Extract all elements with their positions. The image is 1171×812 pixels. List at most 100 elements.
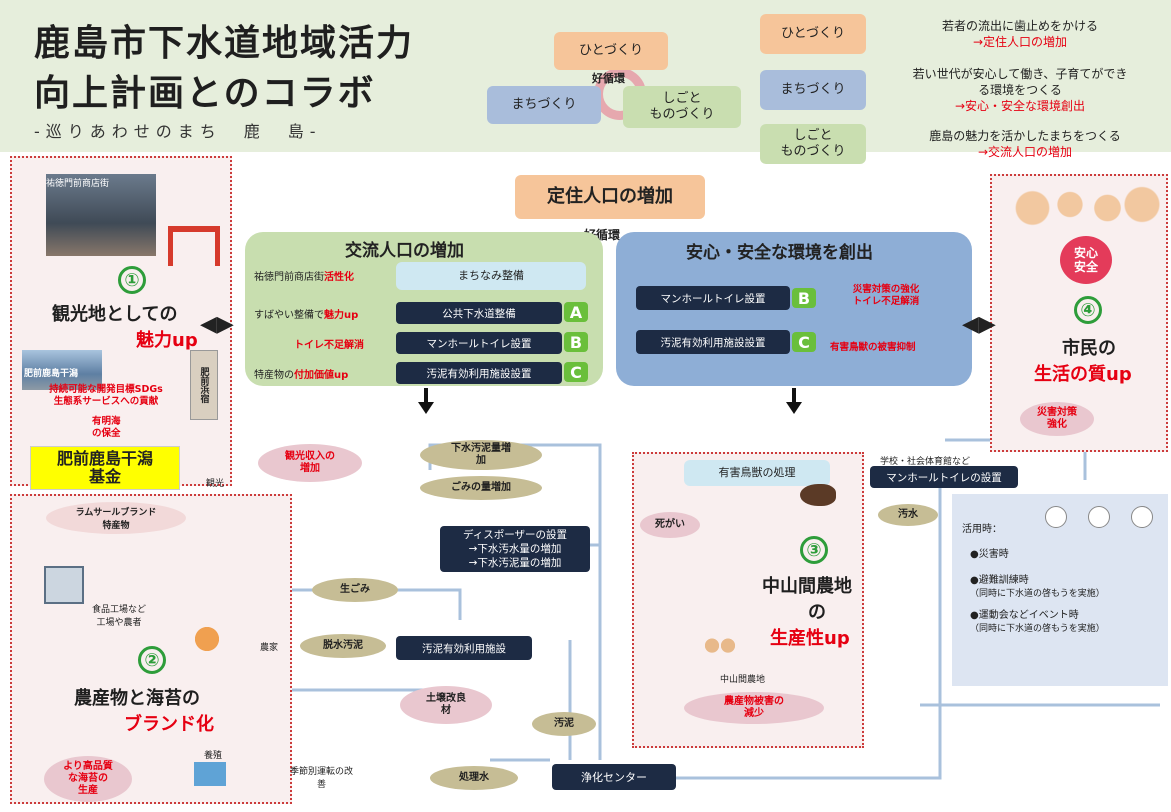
nori-label: 養殖 xyxy=(204,751,223,761)
panel2-number: ② xyxy=(138,646,166,674)
heart-line1: 安心 xyxy=(1073,245,1098,260)
quality-line3: 生産 xyxy=(78,785,98,796)
anshin-row2-red: 有害鳥獣の被害抑制 xyxy=(830,342,916,353)
pest-box: 有害鳥獣の処理 xyxy=(684,460,830,486)
ariake-text: 有明海 の保全 xyxy=(92,416,121,441)
badge-c-anshin: C xyxy=(792,332,816,352)
sewage-ellipse: 汚水 xyxy=(878,504,938,526)
legend-item3-desc: 鹿島の魅力を活かしたまちをつくる xyxy=(929,129,1121,143)
carcass-ellipse: 死がい xyxy=(640,512,700,538)
koryu-row1-label: 祐徳門前商店街活性化 xyxy=(254,268,394,283)
toilet-icons xyxy=(1040,506,1158,536)
soil-line1: 土壌改良 xyxy=(426,693,466,704)
usage-item-3-sub: （同時に下水道の啓もうを実施） xyxy=(970,623,1105,634)
toilet-icon-1 xyxy=(1045,506,1068,528)
sdgs-line1: 持続可能な開発目標SDGs xyxy=(49,384,163,395)
double-arrow-right-icon: ◀▶ xyxy=(962,312,996,337)
disposer-line1: ディスポーザーの設置 xyxy=(462,528,568,541)
arrow-down-left xyxy=(418,402,434,414)
sludge-increase-line1: 下水汚泥量増 xyxy=(451,443,511,454)
page-title-line1: 鹿島市下水道地域活力 xyxy=(34,23,415,64)
panel4-number: ④ xyxy=(1074,296,1102,324)
koryu-row1-box: まちなみ整備 xyxy=(396,262,586,290)
disposer-line3: →下水汚泥量の増加 xyxy=(468,557,562,570)
heart-line2: 安全 xyxy=(1073,260,1098,274)
fund-box: 肥前鹿島干潟 基金 xyxy=(30,446,180,490)
panel4-line2: 生活の質up xyxy=(1034,364,1132,385)
koryu-row2-box: 公共下水道整備 xyxy=(396,302,562,324)
farmers-icon xyxy=(700,632,740,666)
arrow-stem-left xyxy=(424,388,428,404)
ariake-line1: 有明海 xyxy=(92,416,121,427)
anshin-row1-red: 災害対策の強化 トイレ不足解消 xyxy=(836,284,936,309)
toilet-icon-2 xyxy=(1087,506,1110,528)
koryu-row4-label: 特産物の付加価値up xyxy=(254,366,394,381)
sdgs-text: 持続可能な開発目標SDGs 生態系サービスへの貢献 xyxy=(26,384,186,409)
header-band xyxy=(0,0,1171,152)
koryu-row2-black: すばやい整備で xyxy=(254,310,324,321)
anshin-row1-red-line1: 災害対策の強化 xyxy=(852,284,920,295)
page-subtitle: -巡りあわせのまち 鹿 島- xyxy=(34,122,322,141)
kanko-income-line1: 観光収入の xyxy=(285,451,335,462)
legend-shigoto-line1: しごと xyxy=(793,127,833,143)
legend-item1-result: →定住人口の増加 xyxy=(972,35,1068,50)
legend-item3-result: →交流人口の増加 xyxy=(977,145,1073,160)
arrow-down-right xyxy=(786,402,802,414)
kanko-label: 観光 xyxy=(206,479,225,489)
panel3-line2: の xyxy=(808,602,826,623)
factory-label: 食品工場など 工場や農者 xyxy=(92,602,146,628)
teiju-box: 定住人口の増加 xyxy=(515,175,705,219)
manhole-box: マンホールトイレの設置 xyxy=(870,466,1018,488)
shopping-street-photo xyxy=(46,174,156,256)
shop-label: 肥前浜宿 xyxy=(198,367,209,403)
panel3-number: ③ xyxy=(800,536,828,564)
legend-item3-text: 鹿島の魅力を活かしたまちをつくる →交流人口の増加 xyxy=(880,128,1170,160)
koryu-row3-red: トイレ不足解消 xyxy=(294,340,364,351)
badge-a-koryu: A xyxy=(564,302,588,322)
factory-icon xyxy=(44,566,84,604)
panel4-line1: 市民の xyxy=(1062,338,1116,359)
koryu-row2-label: すばやい整備で魅力up xyxy=(254,306,394,321)
sludge-increase-ellipse: 下水汚泥量増 加 xyxy=(420,440,542,470)
shopping-street-caption: 祐徳門前商店街 xyxy=(46,179,110,189)
panel1-line1: 観光地としての xyxy=(52,304,178,325)
badge-c-koryu: C xyxy=(564,362,588,382)
anshin-row1-box: マンホールトイレ設置 xyxy=(636,286,790,310)
garbage-increase-ellipse: ごみの量増加 xyxy=(420,476,542,500)
seasonal-label: 季節別運転の改 善 xyxy=(290,764,353,790)
osui-ellipse: 汚泥 xyxy=(532,712,596,736)
damage-line2: 減少 xyxy=(744,708,764,719)
usage-title: 活用時： xyxy=(962,524,1002,535)
cycle-machizukuri: まちづくり xyxy=(487,86,601,124)
farm-caption: 中山間農地 xyxy=(720,675,766,685)
anshin-row2-box: 汚泥有効利用施設設置 xyxy=(636,330,790,354)
ramsar-line2: 特産物 xyxy=(102,521,130,531)
factory-line2: 工場や農者 xyxy=(96,618,142,628)
wetland-photo xyxy=(22,350,102,390)
legend-item1-text: 若者の流出に歯止めをかける →定住人口の増加 xyxy=(880,18,1160,50)
anshin-heart-badge: 安心 安全 xyxy=(1060,236,1112,284)
cycle-shigoto-line1: しごと xyxy=(662,90,702,106)
disposer-line2: →下水汚水量の増加 xyxy=(468,542,562,555)
fund-line1: 肥前鹿島干潟 xyxy=(56,448,153,468)
legend-machizukuri: まちづくり xyxy=(760,70,866,110)
koryu-row3-box: マンホールトイレ設置 xyxy=(396,332,562,354)
panel3-line1: 中山間農地 xyxy=(762,576,852,597)
panel1-line2: 魅力up xyxy=(136,330,198,351)
badge-b-anshin: B xyxy=(792,288,816,308)
farmer-label: 農家 xyxy=(260,643,279,653)
usage-item-2-sub: （同時に下水道の啓もうを実施） xyxy=(970,589,1105,599)
line-sewage-east xyxy=(660,470,942,780)
usage-item-3: ●運動会などイベント時 xyxy=(970,609,1079,621)
boar-icon xyxy=(800,484,836,506)
namagomi-ellipse: 生ごみ xyxy=(312,578,398,602)
koryu-row4-black: 特産物の xyxy=(254,370,294,381)
seasonal-line2: 善 xyxy=(317,780,327,790)
double-arrow-left-icon: ◀▶ xyxy=(200,312,234,337)
kanko-income-ellipse: 観光収入の 増加 xyxy=(258,444,362,482)
disaster-line2: 強化 xyxy=(1047,419,1067,430)
cycle-center-label: 好循環 xyxy=(592,72,625,85)
legend-shigoto-line2: ものづくり xyxy=(780,144,846,159)
ramsar-line1: ラムサールブランド xyxy=(75,508,157,518)
kanko-income-line2: 増加 xyxy=(300,463,320,474)
